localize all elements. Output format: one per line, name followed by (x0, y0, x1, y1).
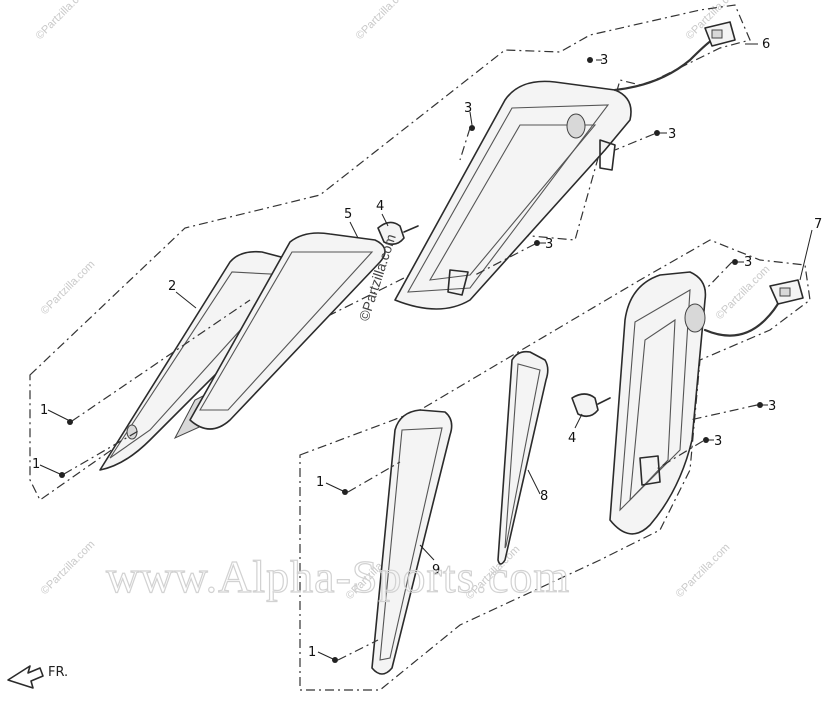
callout-3: 3 (600, 53, 608, 68)
callout-7: 7 (814, 217, 822, 232)
callout-3: 3 (545, 237, 553, 252)
screw-group (59, 57, 763, 663)
callout-2: 2 (168, 279, 176, 294)
callout-1: 1 (316, 475, 324, 490)
callout-3: 3 (744, 255, 752, 270)
watermark-text: ©Partzilla.com (674, 541, 733, 600)
part-8-rear-gasket (497, 350, 549, 565)
front-direction-indicator: FR. (7, 665, 68, 689)
part-4-bulb-rear (571, 393, 611, 418)
callout-3: 3 (668, 127, 676, 142)
banner-watermark: www.Alpha-Sports.com (106, 551, 570, 602)
callout-9: 9 (432, 563, 440, 578)
callout-1: 1 (32, 457, 40, 472)
rear-signal-housing (609, 271, 707, 535)
watermark-text: ©Partzilla.com (39, 258, 98, 317)
callout-3: 3 (464, 101, 472, 116)
part-6-connector (613, 21, 736, 92)
front-signal-housing (394, 80, 632, 310)
callout-8: 8 (540, 489, 548, 504)
callout-4: 4 (568, 431, 576, 446)
callout-labels: 1 1 1 1 2 3 3 3 3 3 3 3 4 4 5 6 7 8 9 (32, 37, 822, 660)
part-5-front-gasket (189, 232, 386, 430)
callout-6: 6 (762, 37, 770, 52)
leader-lines (39, 43, 813, 661)
callout-3: 3 (714, 434, 722, 449)
callout-5: 5 (344, 207, 352, 222)
callout-1: 1 (40, 403, 48, 418)
callout-4: 4 (376, 199, 384, 214)
watermark-text: ©Partzilla.com (34, 0, 93, 42)
direction-label: FR. (48, 665, 68, 680)
part-7-connector (703, 279, 804, 337)
part-4-bulb-front (377, 221, 419, 246)
callout-1: 1 (308, 645, 316, 660)
callout-3: 3 (768, 399, 776, 414)
rear-assembly-boundary (299, 239, 811, 691)
part-9-rear-lens (371, 409, 453, 675)
direction-arrow-icon (7, 665, 44, 689)
watermark-text: ©Partzilla.com (39, 538, 98, 597)
watermark-text: ©Partzilla.com (354, 0, 413, 42)
